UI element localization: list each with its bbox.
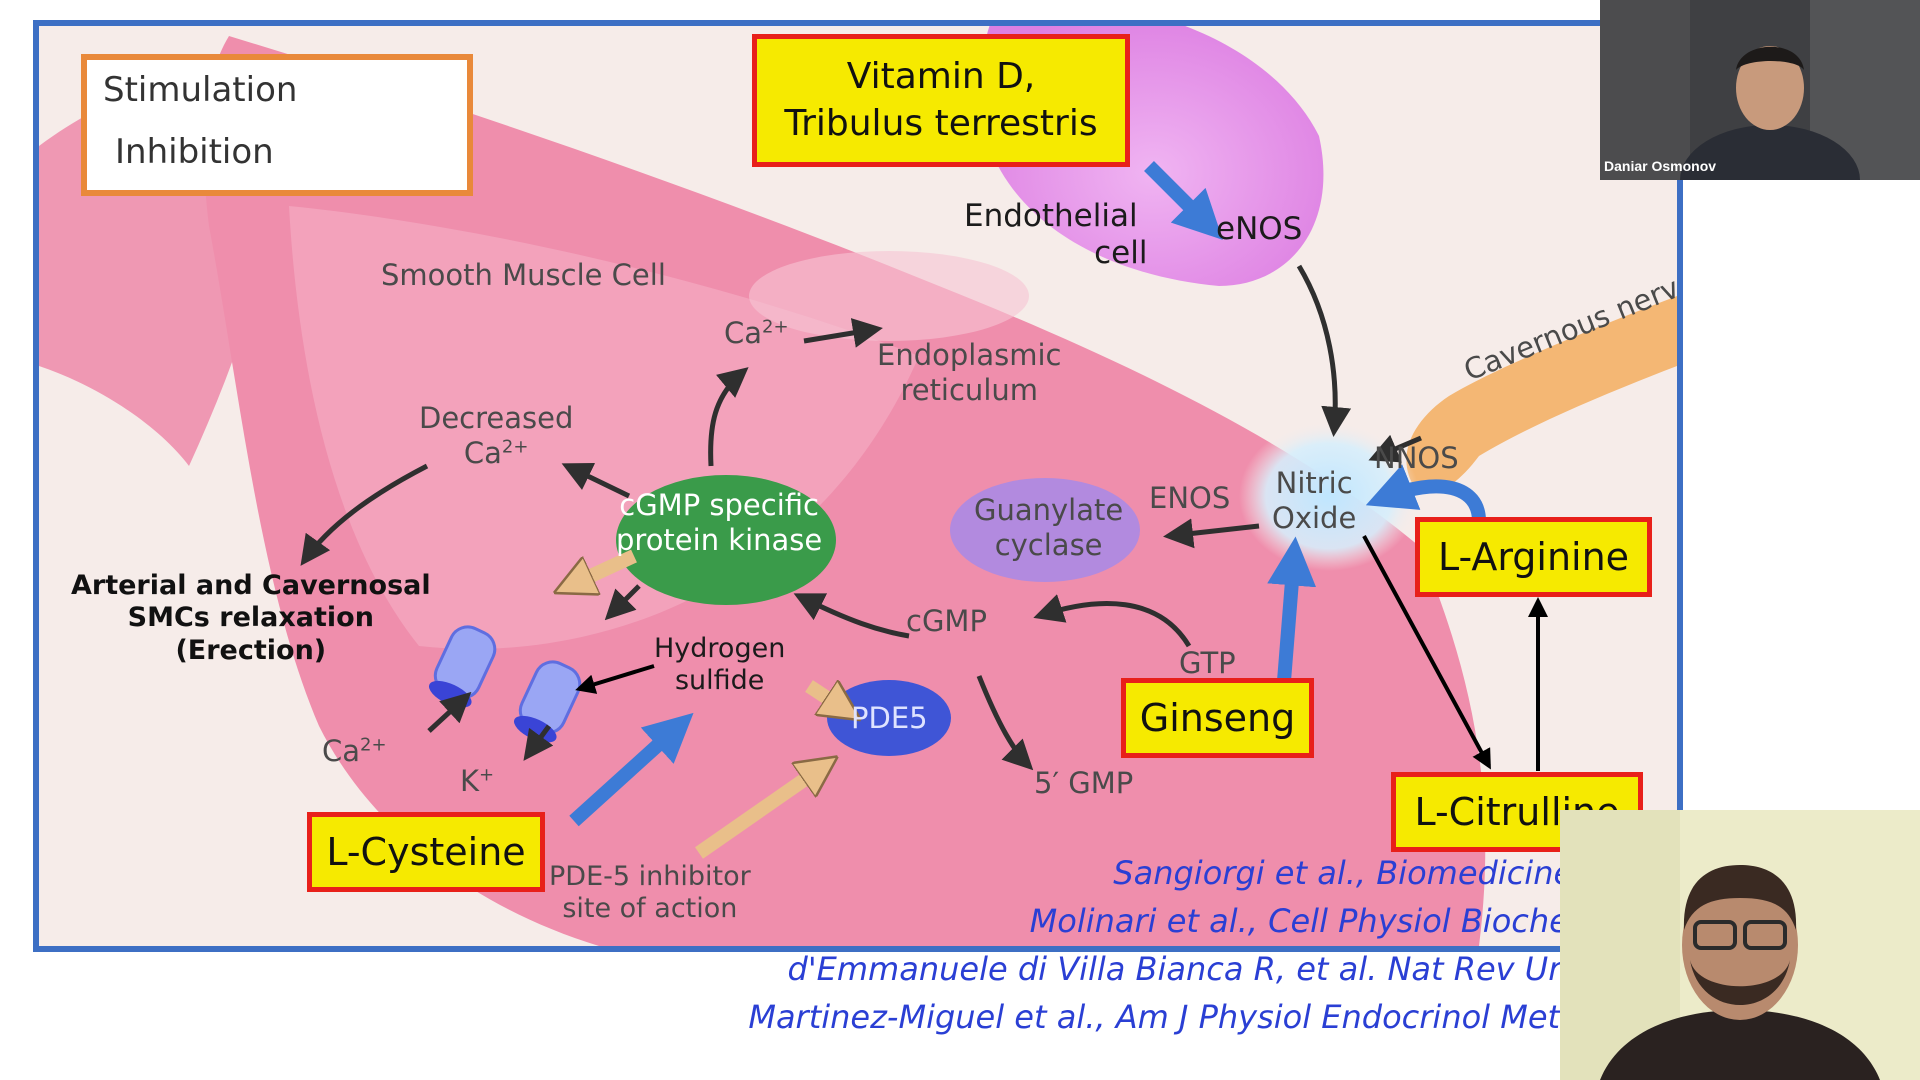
legend-inhibition-label: Inhibition	[115, 132, 274, 172]
l-arginine-box: L-Arginine	[1415, 517, 1652, 597]
speaker-video-tile[interactable]	[1560, 810, 1920, 1080]
arrow-enos-to-no	[1296, 264, 1352, 437]
arrow-nerve-to-no	[1368, 434, 1422, 463]
arrow-ca-in	[427, 691, 472, 733]
arrow-h2s-to-pde5	[805, 686, 847, 711]
arrow-ca-to-er	[803, 318, 883, 348]
legend-stimulation-label: Stimulation	[103, 70, 298, 110]
arrow-cysteine-to-h2s	[569, 712, 694, 827]
k-plus-label: K+	[460, 764, 495, 798]
arrow-kinase-to-ca	[708, 367, 749, 467]
cavernous-nerve-shape	[1406, 296, 1677, 494]
reference-line-1: Sangiorgi et al., Biomedicines,	[1113, 854, 1600, 892]
arrow-k-out	[523, 724, 554, 761]
er-shadow	[749, 251, 1029, 341]
nnos-label: NNOS	[1374, 441, 1459, 475]
arrow-no-to-cyclase	[1163, 518, 1260, 549]
arrow-kinase-inhibit	[569, 549, 637, 586]
arrow-decreased-to-relax	[300, 463, 429, 566]
pde5-label: PDE5	[851, 701, 928, 735]
arrow-cgmp-to-kinase	[793, 593, 910, 639]
arrow-vitamin-to-enos	[1144, 161, 1223, 240]
legend: Stimulation Inhibition	[81, 54, 473, 196]
arrow-kinase-to-decreased	[561, 462, 631, 499]
reference-line-3: d'Emmanuele di Villa Bianca R, et al. Na…	[787, 950, 1600, 988]
ca-top-label: Ca2+	[724, 316, 789, 350]
cgmp-label: cGMP	[906, 604, 987, 638]
participant-video-tile[interactable]: Daniar Osmonov	[1600, 0, 1920, 180]
vitamin-d-tribulus-box: Vitamin D,Tribulus terrestris	[752, 34, 1130, 167]
cyclase-ellipse	[950, 478, 1140, 582]
arrow-pde5-inhibitor	[695, 766, 824, 859]
arrow-hydrogen-sulfide-to-channel	[575, 664, 655, 694]
enos-upper-label: eNOS	[1216, 211, 1303, 247]
arrow-ginseng-to-no	[1267, 536, 1317, 682]
enos-lower-label: ENOS	[1149, 481, 1231, 515]
speaker-video-feed	[1560, 810, 1920, 1080]
five-gmp-label: 5′ GMP	[1034, 766, 1134, 800]
smooth-muscle-cell-label: Smooth Muscle Cell	[381, 258, 666, 292]
arrow-gtp-to-cgmp	[1033, 594, 1192, 648]
participant-video-feed	[1600, 0, 1920, 180]
arrow-kinase-to-channel	[604, 584, 641, 621]
arrow-pde5-loop	[976, 675, 1034, 771]
kinase-ellipse	[616, 475, 836, 605]
reference-line-2: Molinari et al., Cell Physiol Biochem	[1029, 902, 1600, 940]
arrow-no-to-citrulline	[1362, 535, 1491, 770]
gtp-label: GTP	[1179, 646, 1236, 680]
shared-slide: Stimulation Inhibition Smooth Muscle Cel…	[33, 20, 1683, 952]
arrow-arginine-to-no	[1365, 464, 1486, 522]
participant-name-label: Daniar Osmonov	[1604, 158, 1717, 174]
ginseng-box: Ginseng	[1121, 678, 1314, 758]
ca-bottom-label: Ca2+	[322, 734, 387, 768]
l-cysteine-box: L-Cysteine	[307, 812, 545, 892]
reference-line-4: Martinez-Miguel et al., Am J Physiol End…	[748, 998, 1600, 1036]
